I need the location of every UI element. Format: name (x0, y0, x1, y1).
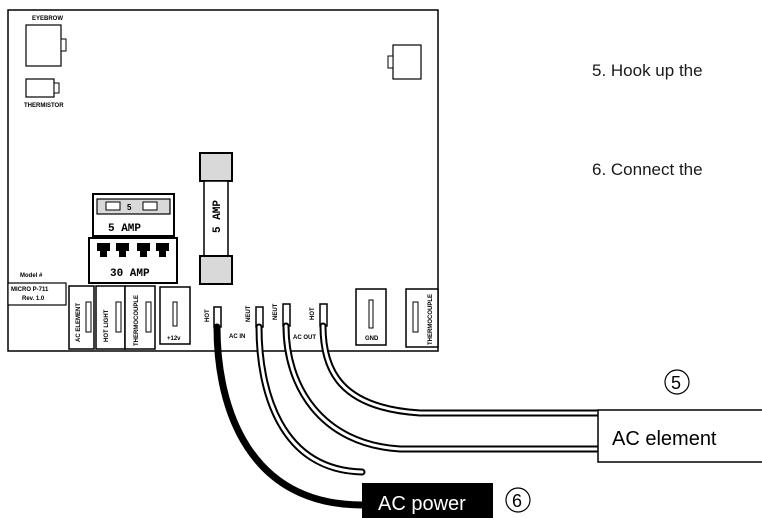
thermistor-label: THERMISTOR (24, 103, 64, 109)
connector-gnd: GND (355, 288, 387, 346)
connector-12v-label: +12v (167, 336, 181, 342)
callout-5: 5 (664, 369, 690, 395)
connector-thermocouple-1-label: THERMOCOUPLE (134, 295, 140, 346)
eyebrow-label: EYEBROW (32, 16, 63, 22)
instruction-step-5: 5. Hook up the (592, 61, 703, 80)
fuse-5amp-value: 5 (127, 203, 132, 212)
circuit-board: EYEBROW THERMISTOR 5 5 AMP (7, 9, 439, 352)
terminal-neut-in-label: NEUT (246, 305, 252, 322)
fuse-5amp-label: 5 AMP (108, 223, 141, 235)
callout-6-number: 6 (512, 491, 522, 511)
terminal-hot-in-label: HOT (205, 309, 211, 322)
connector-hot-light-label: HOT LIGHT (104, 309, 110, 342)
wires (213, 322, 602, 509)
connector-ac-element: AC ELEMENT (68, 285, 95, 350)
model-number: MICRO P-711 (11, 287, 49, 293)
wire-ac-element-hot (319, 322, 602, 417)
model-revision: Rev. 1.0 (22, 296, 45, 302)
board-component-top-right (387, 44, 422, 80)
wire-ac-power-neut (255, 323, 366, 476)
ac-out-label: AC OUT (293, 335, 316, 341)
callout-6: 6 (505, 487, 531, 513)
terminal-hot-out-label: HOT (310, 307, 316, 320)
connector-ac-element-label: AC ELEMENT (76, 303, 82, 342)
connector-hot-light: HOT LIGHT (95, 285, 126, 350)
connector-thermocouple-1: THERMOCOUPLE (124, 285, 156, 350)
eyebrow-component: EYEBROW (25, 16, 67, 67)
fuse-30amp-holder: 30 AMP (88, 237, 178, 284)
ac-power-label: AC power (378, 493, 466, 515)
ac-power-box: AC power (362, 483, 493, 518)
fuse-5amp-holder: 5 5 AMP (92, 193, 175, 237)
model-block: Model # MICRO P-711 Rev. 1.0 (7, 273, 67, 306)
connector-thermocouple-2-label: THERMOCOUPLE (428, 294, 434, 345)
fuse-vertical-5amp: 5 AMP (199, 152, 233, 285)
ac-element-box: AC element (597, 409, 762, 463)
callout-5-number: 5 (671, 373, 681, 393)
wire-ac-power-hot (213, 323, 366, 509)
ac-element-label: AC element (612, 428, 717, 450)
model-label: Model # (20, 273, 43, 279)
connector-gnd-label: GND (365, 336, 379, 342)
fuse-30amp-label: 30 AMP (110, 268, 150, 280)
thermistor-component: THERMISTOR (24, 78, 64, 109)
connector-thermocouple-2: THERMOCOUPLE (405, 288, 439, 348)
wire-ac-element-neut (282, 322, 602, 453)
fuse-vertical-label: 5 AMP (212, 200, 224, 233)
instruction-step-6: 6. Connect the (592, 160, 703, 179)
terminal-neut-out-label: NEUT (273, 303, 279, 320)
connector-12v: +12v (159, 286, 191, 345)
ac-in-label: AC IN (229, 334, 245, 340)
